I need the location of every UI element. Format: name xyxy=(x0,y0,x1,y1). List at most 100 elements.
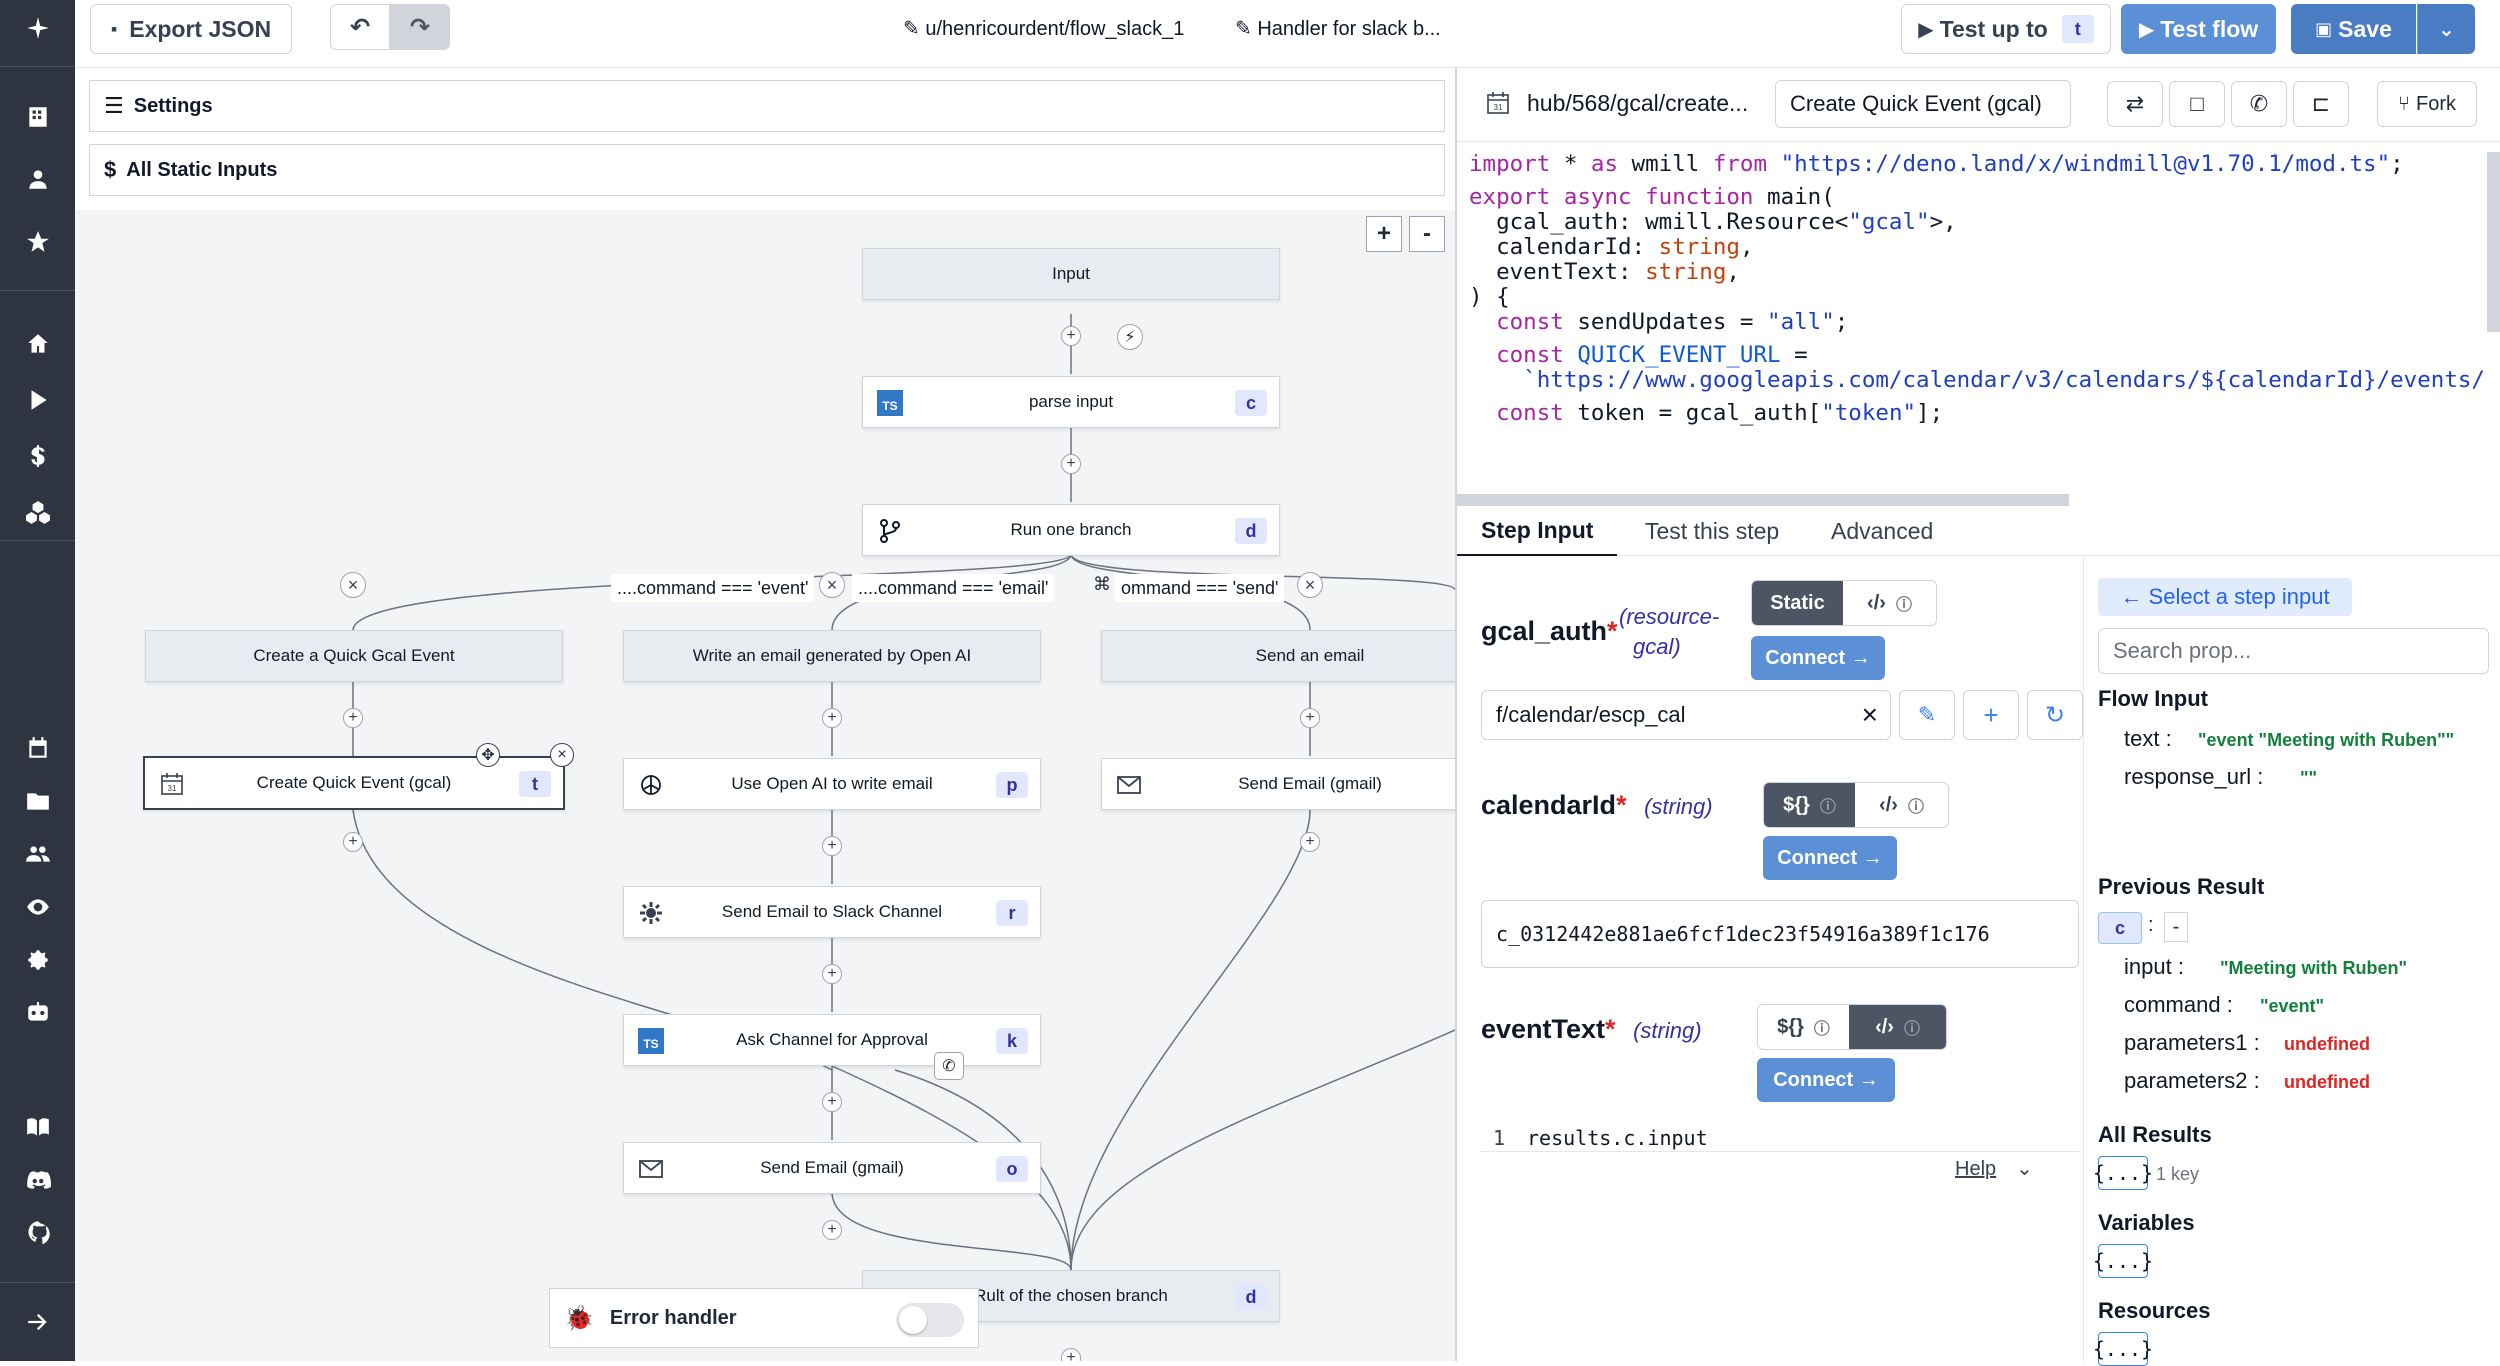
prop-value[interactable]: "" xyxy=(2300,768,2317,789)
edit-resource-button[interactable]: ✎ xyxy=(1899,690,1955,740)
branch-header-node[interactable]: Write an email generated by Open AI xyxy=(623,630,1041,682)
tab-advanced[interactable]: Advanced xyxy=(1807,506,1957,556)
refresh-resource-button[interactable]: ↻ xyxy=(2027,690,2083,740)
branch-header-node[interactable]: Create a Quick Gcal Event xyxy=(145,630,563,682)
connect-button[interactable]: Connect → xyxy=(1751,636,1885,680)
trigger-bolt-icon[interactable]: ⚡ xyxy=(1117,324,1143,350)
branch-move-icon[interactable]: ⌘ xyxy=(1093,574,1111,595)
star-icon[interactable] xyxy=(0,218,75,266)
settings-row[interactable]: ☰ Settings xyxy=(89,80,1445,132)
add-step-icon[interactable]: + xyxy=(1300,708,1320,728)
static-inputs-row[interactable]: $ All Static Inputs xyxy=(89,144,1445,196)
discord-icon[interactable] xyxy=(0,1156,75,1204)
home-icon[interactable] xyxy=(0,320,75,368)
fork-button[interactable]: ⑂ Fork xyxy=(2377,81,2477,127)
prop-value[interactable]: undefined xyxy=(2284,1072,2370,1093)
code-editor[interactable]: import * as wmill from "https://deno.lan… xyxy=(1469,152,2484,492)
prop-key[interactable]: parameters2 : xyxy=(2124,1068,2260,1094)
code-scrollbar-horizontal[interactable] xyxy=(1457,494,2069,506)
add-step-icon[interactable]: + xyxy=(1061,454,1081,474)
add-resource-button[interactable]: + xyxy=(1963,690,2019,740)
test-up-to-button[interactable]: ▶ Test up to t xyxy=(1901,4,2111,54)
calendar-icon[interactable] xyxy=(0,724,75,772)
flow-summary[interactable]: ✎ Handler for slack b... xyxy=(1235,16,1441,41)
step-summary-input[interactable]: Create Quick Event (gcal) xyxy=(1775,80,2071,128)
users-icon[interactable] xyxy=(0,830,75,878)
add-step-icon[interactable]: + xyxy=(822,964,842,984)
test-flow-button[interactable]: ▶ Test flow xyxy=(2121,4,2276,54)
code-scrollbar-vertical[interactable] xyxy=(2487,152,2500,332)
expand-arrow-icon[interactable] xyxy=(0,1298,75,1346)
branch-condition-label[interactable]: ....command === 'email' xyxy=(852,574,1054,602)
prop-key[interactable]: command : xyxy=(2124,992,2233,1018)
move-step-icon[interactable]: ✥ xyxy=(476,743,500,767)
clear-icon[interactable]: × xyxy=(1862,699,1878,731)
redo-button[interactable]: ↷ xyxy=(390,4,450,50)
tab-step-input[interactable]: Step Input xyxy=(1457,506,1617,556)
play-icon[interactable] xyxy=(0,376,75,424)
prop-key[interactable]: text : xyxy=(2124,726,2172,752)
js-mode-button[interactable]: ‹/›ⓘ xyxy=(1855,783,1948,827)
step-node-parse-input[interactable]: TS parse input c xyxy=(862,376,1280,428)
add-step-icon[interactable]: + xyxy=(1061,326,1081,346)
sleep-button[interactable]: ⊏ xyxy=(2293,81,2349,127)
user-icon[interactable] xyxy=(0,155,75,203)
save-button[interactable]: ▣ Save xyxy=(2291,4,2416,54)
square-button[interactable]: □ xyxy=(2169,81,2225,127)
folder-icon[interactable] xyxy=(0,777,75,825)
prop-key[interactable]: input : xyxy=(2124,954,2184,980)
swap-script-button[interactable]: ⇄ xyxy=(2107,81,2163,127)
resource-picker[interactable]: f/calendar/escp_cal × xyxy=(1481,690,1891,740)
step-node-send-email-gmail[interactable]: Send Email (gmail) xyxy=(1101,758,1455,810)
add-step-icon[interactable]: + xyxy=(1061,1348,1081,1361)
branch-condition-label[interactable]: ommand === 'send' xyxy=(1115,574,1284,602)
error-handler-toggle[interactable] xyxy=(896,1303,964,1337)
static-mode-button[interactable]: Static xyxy=(1752,581,1843,625)
prop-value[interactable]: "Meeting with Ruben" xyxy=(2220,958,2407,979)
suspend-button[interactable]: ✆ xyxy=(2231,81,2287,127)
expand-object-button[interactable]: {...} xyxy=(2098,1156,2148,1190)
delete-step-icon[interactable]: × xyxy=(550,743,574,767)
add-step-icon[interactable]: + xyxy=(822,1092,842,1112)
github-icon[interactable] xyxy=(0,1208,75,1256)
step-node-send-email-gmail-2[interactable]: Send Email (gmail) o xyxy=(623,1142,1041,1194)
zoom-in-button[interactable]: + xyxy=(1366,216,1402,252)
event-text-code-editor[interactable]: 1 results.c.input xyxy=(1481,1124,2079,1152)
tab-test-this-step[interactable]: Test this step xyxy=(1621,506,1803,556)
error-handler-row[interactable]: 🐞 Error handler xyxy=(549,1288,979,1348)
prop-value[interactable]: undefined xyxy=(2284,1034,2370,1055)
remove-branch-icon[interactable]: × xyxy=(819,572,845,598)
remove-branch-icon[interactable]: × xyxy=(1297,572,1323,598)
add-step-icon[interactable]: + xyxy=(822,708,842,728)
connect-button[interactable]: Connect → xyxy=(1763,836,1897,880)
step-node-approval[interactable]: TS Ask Channel for Approval k xyxy=(623,1014,1041,1066)
eye-icon[interactable] xyxy=(0,883,75,931)
add-step-icon[interactable]: + xyxy=(343,708,363,728)
prop-key[interactable]: response_url : xyxy=(2124,764,2263,790)
gear-icon[interactable] xyxy=(0,936,75,984)
remove-branch-icon[interactable]: × xyxy=(340,572,366,598)
cubes-icon[interactable] xyxy=(0,488,75,536)
add-step-icon[interactable]: + xyxy=(1300,832,1320,852)
js-mode-button[interactable]: ‹/›ⓘ xyxy=(1849,1005,1946,1049)
windmill-logo-icon[interactable] xyxy=(0,4,75,52)
add-step-icon[interactable]: + xyxy=(343,832,363,852)
step-node-openai[interactable]: Use Open AI to write email p xyxy=(623,758,1041,810)
step-id-badge[interactable]: c xyxy=(2098,912,2142,944)
step-node-create-quick-event[interactable]: 31 Create Quick Event (gcal) t xyxy=(143,756,565,810)
zoom-out-button[interactable]: - xyxy=(1409,216,1445,252)
branch-condition-label[interactable]: ....command === 'event' xyxy=(611,574,814,602)
undo-button[interactable]: ↶ xyxy=(330,4,390,50)
js-mode-button[interactable]: ‹/›ⓘ xyxy=(1843,581,1936,625)
book-icon[interactable] xyxy=(0,1103,75,1151)
export-json-button[interactable]: ▪ Export JSON xyxy=(90,4,292,54)
prop-key[interactable]: parameters1 : xyxy=(2124,1030,2260,1056)
flow-canvas[interactable]: + - Input + ⚡ TS parse input c + Run one… xyxy=(75,210,1455,1361)
step-node-slack[interactable]: Send Email to Slack Channel r xyxy=(623,886,1041,938)
dollar-icon[interactable] xyxy=(0,432,75,480)
select-step-input-button[interactable]: ← Select a step input xyxy=(2098,578,2352,616)
prop-value[interactable]: "event "Meeting with Ruben"" xyxy=(2198,730,2454,751)
branch-header-node[interactable]: Send an email xyxy=(1101,630,1455,682)
collapse-button[interactable]: - xyxy=(2164,912,2188,942)
flow-path[interactable]: ✎ u/henricourdent/flow_slack_1 xyxy=(903,16,1184,41)
